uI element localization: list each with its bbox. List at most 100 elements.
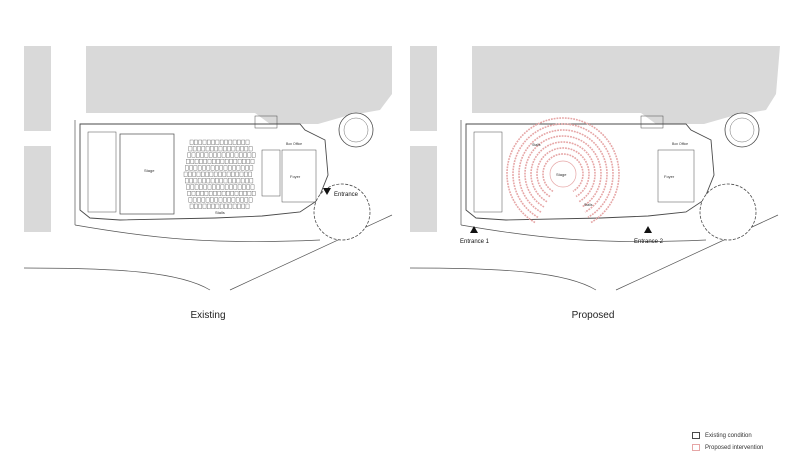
existing-seat	[201, 146, 206, 152]
existing-seat	[196, 171, 201, 177]
existing-seat	[210, 178, 215, 184]
existing-seat	[210, 146, 214, 152]
existing-seat	[192, 197, 197, 203]
existing-seat	[236, 178, 241, 184]
proposed-box-office-label: Box Office	[672, 142, 688, 146]
existing-seat	[194, 203, 198, 209]
existing-seat	[219, 165, 223, 171]
proposed-stalls-label-2: Stalls	[584, 203, 593, 207]
existing-seat	[237, 184, 242, 190]
existing-seat	[202, 139, 207, 145]
existing-seat	[205, 171, 209, 177]
existing-seat	[197, 197, 201, 203]
existing-seat	[185, 165, 189, 171]
existing-seat	[193, 178, 198, 184]
upper-block-p	[640, 115, 664, 129]
existing-seat	[218, 146, 223, 152]
proposed-seat-row	[536, 147, 590, 198]
existing-seat	[189, 165, 193, 171]
proposed-seat-row	[518, 129, 608, 213]
existing-seat	[209, 171, 214, 177]
upper-block	[254, 115, 278, 129]
existing-seat	[202, 178, 206, 184]
existing-seat	[207, 139, 211, 145]
existing-title: Existing	[190, 310, 226, 321]
existing-seat	[224, 139, 228, 145]
existing-seat	[221, 152, 226, 158]
existing-seat	[197, 165, 202, 171]
existing-seat	[232, 139, 237, 145]
existing-seat	[240, 197, 244, 203]
existing-seat	[232, 203, 237, 209]
existing-seat	[246, 159, 250, 164]
existing-seat	[231, 171, 235, 177]
existing-seat	[249, 165, 254, 171]
side-hall	[87, 131, 117, 213]
tree-proposed	[699, 183, 757, 241]
existing-seat	[213, 152, 217, 158]
road-curve	[74, 224, 321, 242]
existing-seat	[217, 152, 222, 158]
legend-existing: Existing condition	[692, 432, 752, 439]
existing-seat	[213, 171, 218, 177]
existing-seat	[190, 159, 195, 164]
existing-seat	[214, 197, 218, 203]
tree-existing	[313, 183, 371, 241]
existing-seat	[186, 159, 190, 164]
existing-seat	[202, 165, 206, 171]
existing-seat	[227, 197, 231, 203]
existing-seat	[244, 146, 249, 152]
existing-seat	[222, 171, 227, 177]
existing-seat	[204, 191, 209, 196]
existing-seat	[193, 165, 198, 171]
existing-seat	[197, 178, 202, 184]
existing-seat	[215, 165, 219, 171]
existing-seat	[218, 197, 223, 203]
existing-seat	[233, 159, 238, 164]
existing-seat	[187, 152, 191, 158]
existing-seat	[203, 184, 207, 190]
existing-seat	[239, 152, 243, 158]
existing-seat	[237, 203, 241, 209]
existing-seat	[241, 139, 245, 145]
existing-seat	[189, 203, 194, 209]
site-block-left-lower	[24, 146, 51, 232]
existing-seat	[223, 178, 228, 184]
existing-seat	[223, 146, 227, 152]
site-block-left-p	[410, 46, 437, 131]
existing-seat	[207, 159, 212, 164]
existing-seat	[190, 184, 195, 190]
existing-seat	[245, 139, 250, 145]
central-stage-ring	[549, 160, 577, 188]
legend-proposed-swatch	[692, 444, 700, 451]
existing-seat	[198, 203, 202, 209]
existing-seat	[212, 159, 216, 164]
existing-seat	[208, 152, 213, 158]
existing-seat	[247, 191, 252, 196]
existing-seat	[251, 191, 256, 196]
existing-seat	[237, 159, 242, 164]
existing-seat	[183, 171, 188, 177]
proposed-plan: Stage Stalls Stalls Box Office Foyer Ent…	[409, 46, 780, 291]
site-block-top-p	[472, 46, 780, 124]
existing-entrance-label: Entrance	[334, 192, 359, 198]
existing-seat	[230, 152, 234, 158]
existing-seat	[243, 191, 247, 196]
existing-seat	[251, 152, 256, 158]
existing-seat	[206, 178, 211, 184]
existing-seat	[242, 159, 246, 164]
existing-seat	[219, 203, 224, 209]
existing-seat	[196, 191, 200, 196]
existing-seat	[194, 139, 198, 145]
existing-seat	[229, 159, 233, 164]
existing-seat	[232, 178, 236, 184]
stage-box	[119, 133, 175, 215]
existing-seat	[219, 139, 224, 145]
existing-seat	[200, 152, 204, 158]
existing-seat	[215, 139, 220, 145]
existing-seat	[189, 178, 193, 184]
existing-seat	[216, 184, 220, 190]
road-bottom-p	[409, 267, 597, 291]
existing-seat	[239, 191, 243, 196]
